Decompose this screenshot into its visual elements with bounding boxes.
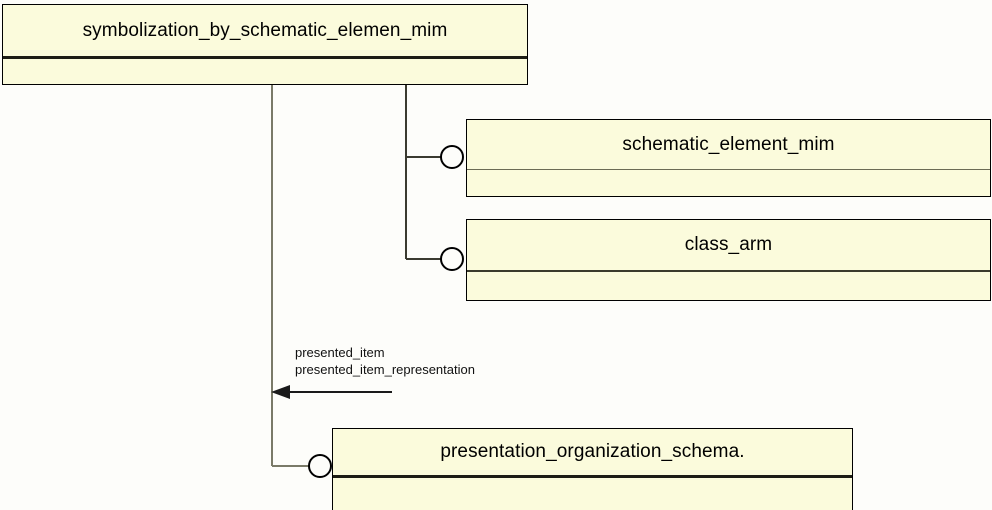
entity-schematic-element-mim[interactable]: schematic_element_mim — [466, 119, 991, 197]
presented-item-arrow — [271, 385, 392, 399]
connector-circle-schematic-element-mim — [440, 145, 464, 169]
entity-title: symbolization_by_schematic_elemen_mim — [3, 5, 527, 59]
entity-presentation-organization-schema[interactable]: presentation_organization_schema. — [332, 428, 853, 510]
entity-title: schematic_element_mim — [467, 120, 990, 170]
supertype-tree-connector — [405, 84, 441, 260]
relationship-label-line-2: presented_item_representation — [295, 362, 475, 377]
entity-attribute-area — [3, 59, 527, 84]
entity-title: presentation_organization_schema. — [333, 429, 852, 478]
relationship-label-line-1: presented_item — [295, 345, 385, 360]
entity-title: class_arm — [467, 220, 990, 272]
entity-attribute-area — [467, 170, 990, 196]
entity-class-arm[interactable]: class_arm — [466, 219, 991, 301]
connector-circle-presentation-organization-schema — [308, 454, 332, 478]
relationship-label-presented-item: presented_item presented_item_representa… — [295, 344, 475, 378]
entity-attribute-area — [333, 478, 852, 510]
connector-circle-class-arm — [440, 247, 464, 271]
reference-tree-connector — [271, 84, 309, 467]
entity-symbolization-by-schematic-elemen-mim[interactable]: symbolization_by_schematic_elemen_mim — [2, 4, 528, 85]
entity-attribute-area — [467, 272, 990, 300]
